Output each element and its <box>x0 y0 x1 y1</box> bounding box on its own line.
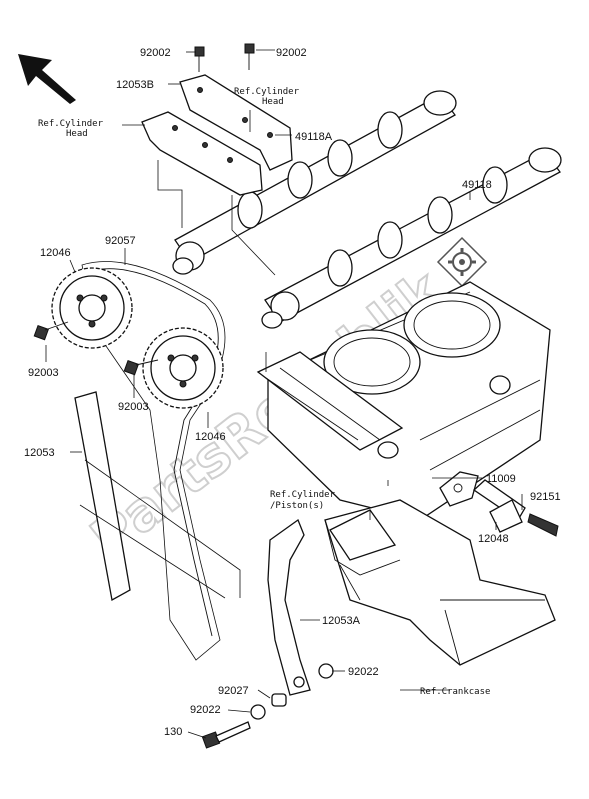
label-92057: 92057 <box>105 235 136 247</box>
tensioner-12048 <box>472 479 526 533</box>
chain-guide-12053A <box>267 518 311 696</box>
label-92003-mid: 92003 <box>118 401 149 413</box>
label-92151: 92151 <box>530 491 561 503</box>
gear-logo-icon <box>436 236 488 288</box>
label-92003-left: 92003 <box>28 367 59 379</box>
direction-arrow-icon <box>18 54 76 104</box>
label-ref-cylinder-piston: Ref.Cylinder <box>270 490 336 500</box>
washer-92022-left <box>250 704 266 720</box>
label-12053: 12053 <box>24 447 55 459</box>
camshaft-49118 <box>261 147 562 329</box>
leader-lines <box>45 49 523 739</box>
label-ref-cylinder-head-left-2: Head <box>66 129 88 139</box>
label-11009: 11009 <box>486 473 516 485</box>
cylinder-block <box>256 281 551 521</box>
label-12048: 12048 <box>478 533 509 545</box>
label-130: 130 <box>164 726 182 738</box>
timing-chain <box>81 261 226 661</box>
bolt-92003-left <box>33 321 69 341</box>
bolt-92003-mid <box>123 359 159 376</box>
bolt-92002-right <box>244 43 255 70</box>
label-12053A: 12053A <box>322 615 361 627</box>
label-92027: 92027 <box>218 685 249 697</box>
label-92002-left: 92002 <box>140 47 171 59</box>
gasket-11009 <box>439 471 479 507</box>
label-ref-cylinder-head-top-2: Head <box>262 97 284 107</box>
cam-cap-right-12053B <box>179 74 293 171</box>
label-92022-left: 92022 <box>190 704 221 716</box>
bolt-92002-left <box>194 46 205 72</box>
chain-guide-12053 <box>74 391 131 602</box>
label-49118A: 49118A <box>295 131 333 143</box>
label-ref-cylinder-piston-2: /Piston(s) <box>270 501 324 511</box>
sprocket-upper <box>51 267 133 349</box>
camshaft-49118A <box>172 90 457 275</box>
label-92002-right: 92002 <box>276 47 307 59</box>
label-12053B: 12053B <box>116 79 154 91</box>
crankcase <box>324 499 556 666</box>
label-ref-cylinder-head-left: Ref.Cylinder <box>38 119 104 129</box>
bolt-92151 <box>527 513 559 537</box>
label-ref-crankcase: Ref.Crankcase <box>420 687 490 697</box>
label-ref-cylinder-head-top: Ref.Cylinder <box>234 87 300 97</box>
collar-92027 <box>271 693 287 707</box>
washer-92022-right <box>318 663 334 679</box>
label-49118: 49118 <box>462 179 492 191</box>
label-12046-top: 12046 <box>40 247 71 259</box>
bolt-130 <box>201 721 251 749</box>
label-92022-right: 92022 <box>348 666 379 678</box>
label-12046-bottom: 12046 <box>195 431 226 443</box>
sprocket-lower <box>142 327 224 409</box>
cam-cap-left <box>141 111 263 196</box>
